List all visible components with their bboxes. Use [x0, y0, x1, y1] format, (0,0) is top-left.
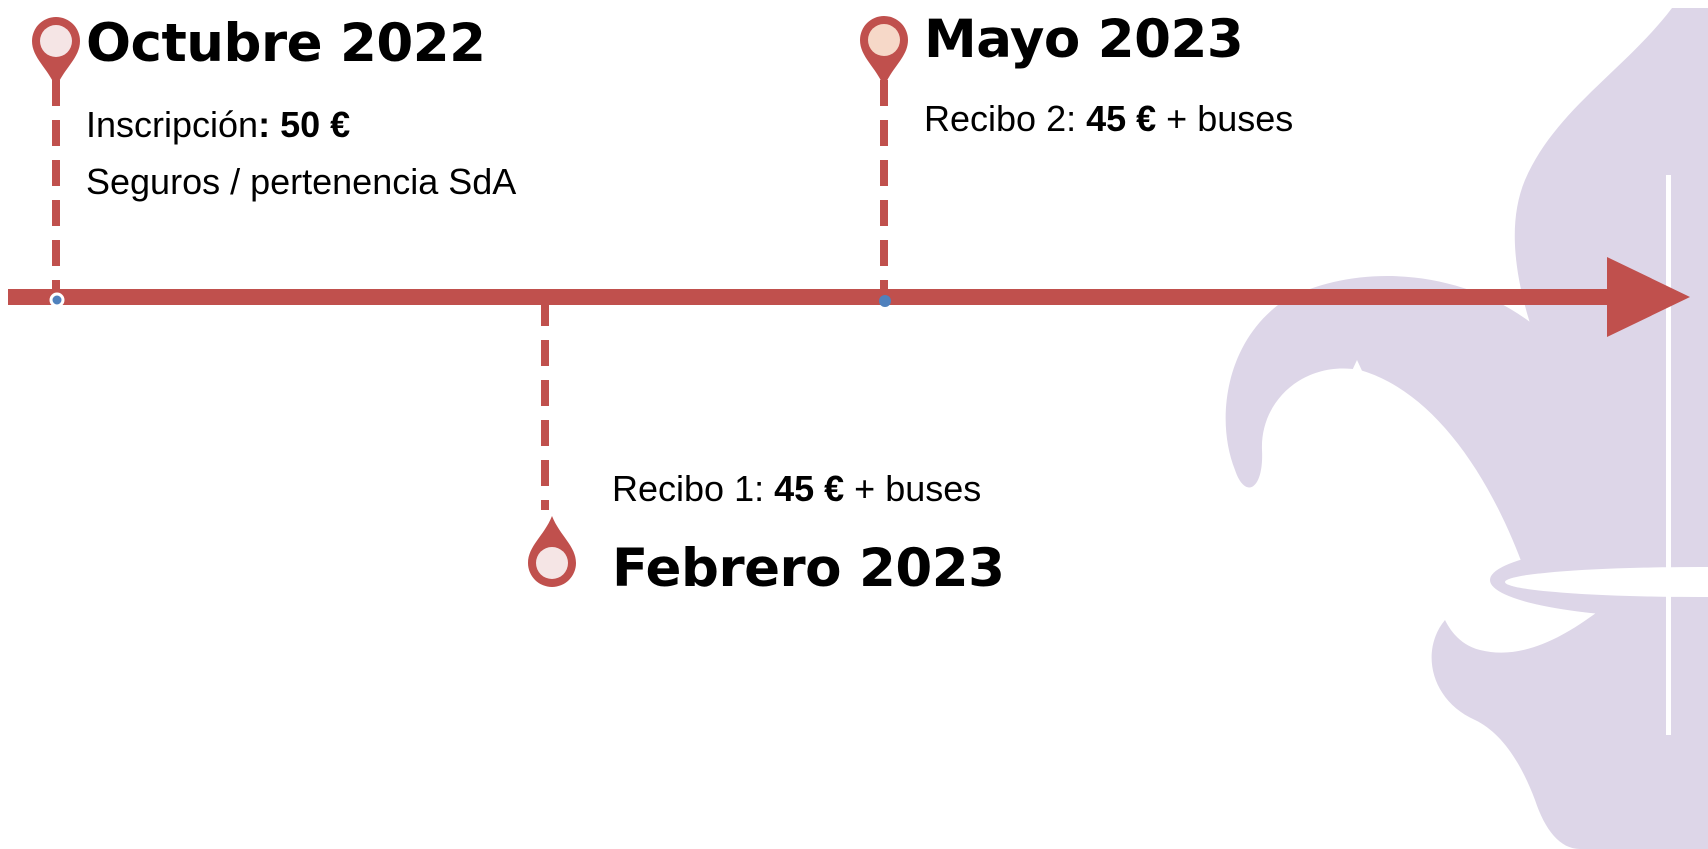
- event-title: Mayo 2023: [924, 9, 1244, 70]
- event-detail-line: Seguros / pertenencia SdA: [86, 162, 516, 202]
- detail-text: Recibo 1:: [612, 468, 775, 509]
- detail-amount: : 50 €: [258, 104, 351, 145]
- event-detail-line: Inscripción: 50 €: [86, 105, 350, 145]
- detail-text: Seguros / pertenencia SdA: [86, 161, 517, 202]
- anchor-dot-mayo: [879, 295, 891, 307]
- fleur-star-icon: [1314, 360, 1400, 438]
- detail-text: Inscripción: [86, 104, 259, 145]
- timeline-arrowhead-icon: [1607, 257, 1690, 337]
- event-detail-line: Recibo 1: 45 € + buses: [612, 469, 981, 509]
- detail-amount: 45 €: [774, 468, 845, 509]
- fleur-lower-scroll: [1431, 610, 1708, 849]
- event-detail-line: Recibo 2: 45 € + buses: [924, 99, 1293, 139]
- fleur-left-petal: [1225, 276, 1615, 580]
- pin-icon-octubre: [32, 17, 80, 88]
- pin-icon-febrero: [528, 516, 576, 587]
- fleur-band-inner: [1505, 567, 1708, 597]
- detail-amount: 45 €: [1086, 98, 1157, 139]
- detail-suffix: + buses: [1156, 98, 1294, 139]
- detail-suffix: + buses: [844, 468, 982, 509]
- pin-icon-mayo: [860, 16, 908, 87]
- fleur-center-line: [1666, 175, 1671, 735]
- event-title: Febrero 2023: [612, 538, 1005, 599]
- detail-text: Recibo 2:: [924, 98, 1087, 139]
- anchor-dot-octubre: [49, 292, 65, 308]
- event-title: Octubre 2022: [86, 13, 486, 74]
- timeline-axis: [8, 289, 1620, 305]
